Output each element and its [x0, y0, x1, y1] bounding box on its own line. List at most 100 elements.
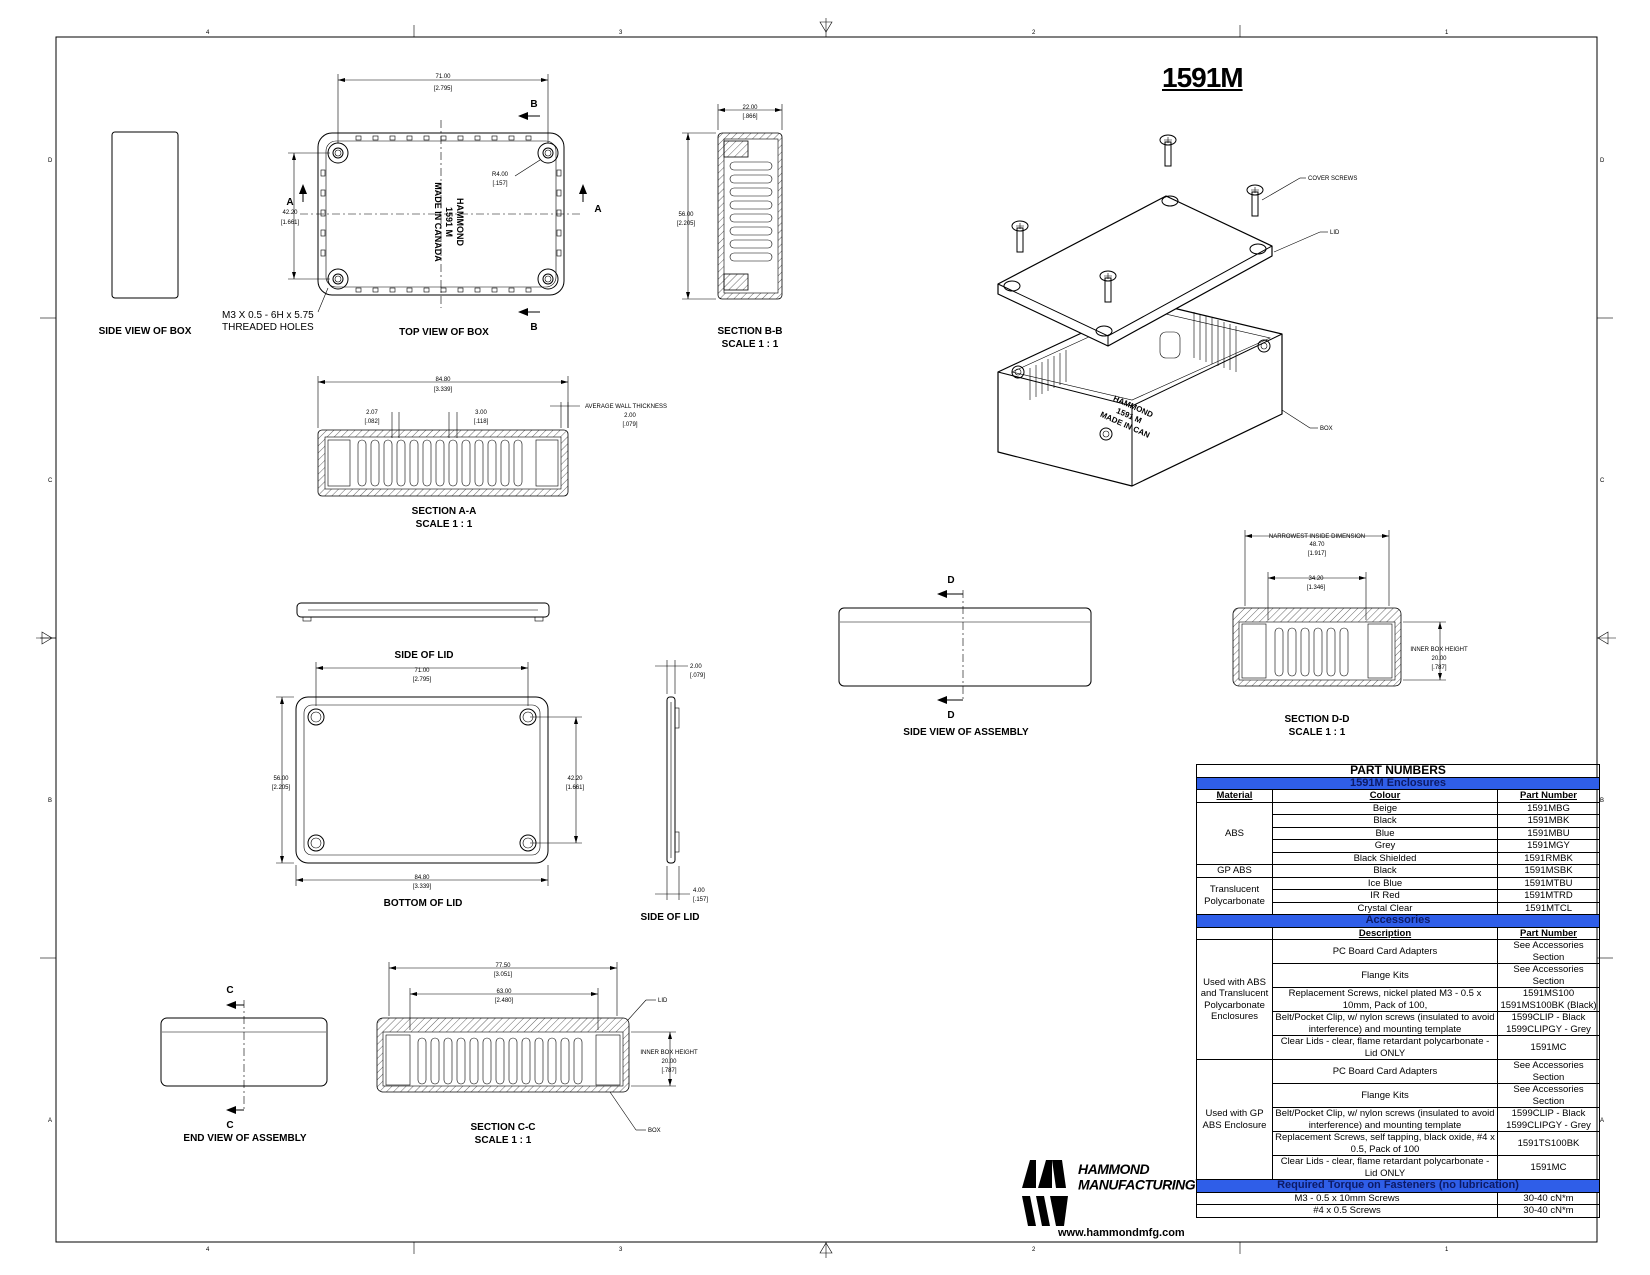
svg-text:LID: LID	[1330, 230, 1340, 236]
svg-text:B: B	[530, 322, 537, 333]
svg-text:[.079]: [.079]	[622, 422, 637, 428]
drawing-border	[55, 36, 1598, 1243]
colour-cell: IR Red	[1272, 889, 1498, 903]
svg-text:4: 4	[206, 30, 210, 36]
table-title: PART NUMBERS	[1196, 764, 1600, 778]
centering-marks	[36, 18, 1616, 1258]
column-header-description: Description	[1272, 926, 1498, 940]
table-row: Clear Lids - clear, flame retardant poly…	[1197, 1155, 1600, 1180]
part-cell: 1591MTRD	[1497, 889, 1600, 903]
svg-text:[.082]: [.082]	[364, 419, 379, 425]
end-view-of-assembly: C C END VIEW OF ASSEMBLY	[160, 985, 328, 1144]
svg-text:2: 2	[1032, 30, 1036, 36]
svg-text:77.50: 77.50	[495, 963, 511, 969]
table-row: M3 - 0.5 x 10mm Screws 30-40 cN*m	[1196, 1191, 1600, 1205]
svg-text:B: B	[1600, 798, 1604, 804]
description-cell: Flange Kits	[1272, 1083, 1498, 1108]
part-cell: See Accessories Section	[1497, 1059, 1600, 1084]
svg-text:20.00: 20.00	[661, 1059, 677, 1065]
svg-text:2.00: 2.00	[690, 664, 702, 670]
material-cell: GP ABS	[1196, 864, 1273, 878]
column-header-material: Material	[1196, 789, 1273, 803]
part-cell: See Accessories Section	[1497, 1083, 1600, 1108]
top-view-of-box: HAMMOND 1591 M MADE IN CANADA 71.00 [2.7…	[222, 74, 602, 338]
svg-text:71.00: 71.00	[414, 668, 430, 674]
svg-text:INNER BOX HEIGHT: INNER BOX HEIGHT	[1410, 647, 1468, 653]
svg-text:56.00: 56.00	[273, 776, 289, 782]
svg-text:[2.205]: [2.205]	[272, 785, 291, 791]
part-cell: 1591MTBU	[1497, 876, 1600, 890]
svg-text:84.80: 84.80	[414, 875, 430, 881]
svg-text:D: D	[947, 575, 954, 586]
svg-text:M3 X 0.5 - 6H x 5.75: M3 X 0.5 - 6H x 5.75	[222, 310, 314, 321]
svg-text:[.157]: [.157]	[492, 181, 507, 187]
svg-text:SECTION A-A: SECTION A-A	[412, 506, 477, 517]
table-row: Used with ABS and Translucent Polycarbon…	[1196, 939, 1600, 1060]
svg-text:[1.917]: [1.917]	[1308, 551, 1327, 557]
torque-item-cell: M3 - 0.5 x 10mm Screws	[1196, 1191, 1498, 1205]
part-cell: 1591MBK	[1497, 814, 1600, 828]
svg-text:SIDE OF LID: SIDE OF LID	[395, 650, 454, 661]
website-link[interactable]: www.hammondmfg.com	[1058, 1227, 1185, 1239]
company-name-line1: HAMMOND	[1078, 1161, 1150, 1177]
table-row: Used with GP ABS Enclosure PC Board Card…	[1196, 1059, 1600, 1180]
svg-text:[1.661]: [1.661]	[281, 220, 300, 226]
svg-text:AVERAGE WALL THICKNESS: AVERAGE WALL THICKNESS	[585, 404, 667, 410]
side-view-of-box: SIDE VIEW OF BOX	[99, 131, 192, 337]
section-a-a: 84.80 [3.339] 2.07 [.082] 3.00 [.118] AV…	[317, 376, 667, 530]
svg-text:63.00: 63.00	[496, 989, 512, 995]
svg-text:B: B	[48, 798, 52, 804]
svg-text:[.157]: [.157]	[693, 897, 708, 903]
svg-text:SIDE VIEW OF ASSEMBLY: SIDE VIEW OF ASSEMBLY	[903, 727, 1029, 738]
svg-text:42.20: 42.20	[567, 776, 583, 782]
part-cell: 1591MGY	[1497, 839, 1600, 853]
iso-lid	[997, 195, 1273, 347]
svg-text:SCALE 1 : 1: SCALE 1 : 1	[722, 339, 779, 350]
part-cell: 1591MBG	[1497, 801, 1600, 815]
bottom-of-lid: 71.00 [2.795] 56.00 [2.205] 42.20 [1.661…	[272, 662, 585, 909]
svg-text:56.00: 56.00	[678, 212, 694, 218]
description-cell: PC Board Card Adapters	[1272, 939, 1498, 964]
side-of-lid-vertical: 2.00 [.079] 4.00 [.157] SIDE OF LID	[641, 660, 708, 923]
table-row: ABS Beige 1591MBG	[1196, 801, 1600, 865]
svg-text:[.118]: [.118]	[474, 419, 489, 425]
table-row: Replacement Screws, self tapping, black …	[1197, 1131, 1600, 1156]
description-cell: PC Board Card Adapters	[1272, 1059, 1498, 1084]
table-row: Belt/Pocket Clip, w/ nylon screws (insul…	[1197, 1107, 1600, 1132]
svg-text:1: 1	[1445, 1247, 1449, 1253]
svg-text:C: C	[226, 1120, 233, 1131]
part-cell: 1591MTCL	[1497, 901, 1600, 915]
svg-text:A: A	[286, 197, 293, 208]
svg-text:HAMMOND: HAMMOND	[455, 198, 465, 246]
svg-text:[.866]: [.866]	[742, 114, 757, 120]
colour-cell: Grey	[1272, 839, 1498, 853]
svg-text:TOP VIEW OF BOX: TOP VIEW OF BOX	[399, 327, 489, 338]
side-view-of-assembly: D D SIDE VIEW OF ASSEMBLY	[838, 575, 1092, 738]
side-of-lid-horizontal: SIDE OF LID	[296, 602, 550, 661]
column-header-colour: Colour	[1272, 789, 1498, 803]
svg-text:A: A	[48, 1118, 52, 1124]
svg-text:SIDE OF LID: SIDE OF LID	[641, 912, 700, 923]
part-cell: 1591MS100 1591MS100BK (Black)	[1497, 987, 1600, 1012]
table-row: Clear Lids - clear, flame retardant poly…	[1197, 1035, 1600, 1060]
svg-text:NARROWEST INSIDE DIMENSION: NARROWEST INSIDE DIMENSION	[1269, 534, 1365, 540]
torque-item-cell: #4 x 0.5 Screws	[1196, 1204, 1498, 1218]
svg-text:42.20: 42.20	[282, 210, 298, 216]
description-cell: Replacement Screws, self tapping, black …	[1272, 1131, 1498, 1156]
part-cell: See Accessories Section	[1497, 939, 1600, 964]
svg-text:[.079]: [.079]	[690, 673, 705, 679]
svg-text:1: 1	[1445, 30, 1449, 36]
svg-text:INNER BOX HEIGHT: INNER BOX HEIGHT	[640, 1050, 698, 1056]
corner-bosses	[327, 142, 559, 290]
material-cell: ABS	[1196, 801, 1273, 865]
part-cell: 1599CLIP - Black 1599CLIPGY - Grey	[1497, 1011, 1600, 1036]
svg-text:C: C	[48, 478, 53, 484]
colour-cell: Black Shielded	[1272, 851, 1498, 865]
drawing-title: 1591M	[1162, 62, 1244, 93]
svg-text:BOTTOM OF LID: BOTTOM OF LID	[384, 898, 463, 909]
description-cell: Flange Kits	[1272, 963, 1498, 988]
part-cell: 1591MC	[1497, 1035, 1600, 1060]
